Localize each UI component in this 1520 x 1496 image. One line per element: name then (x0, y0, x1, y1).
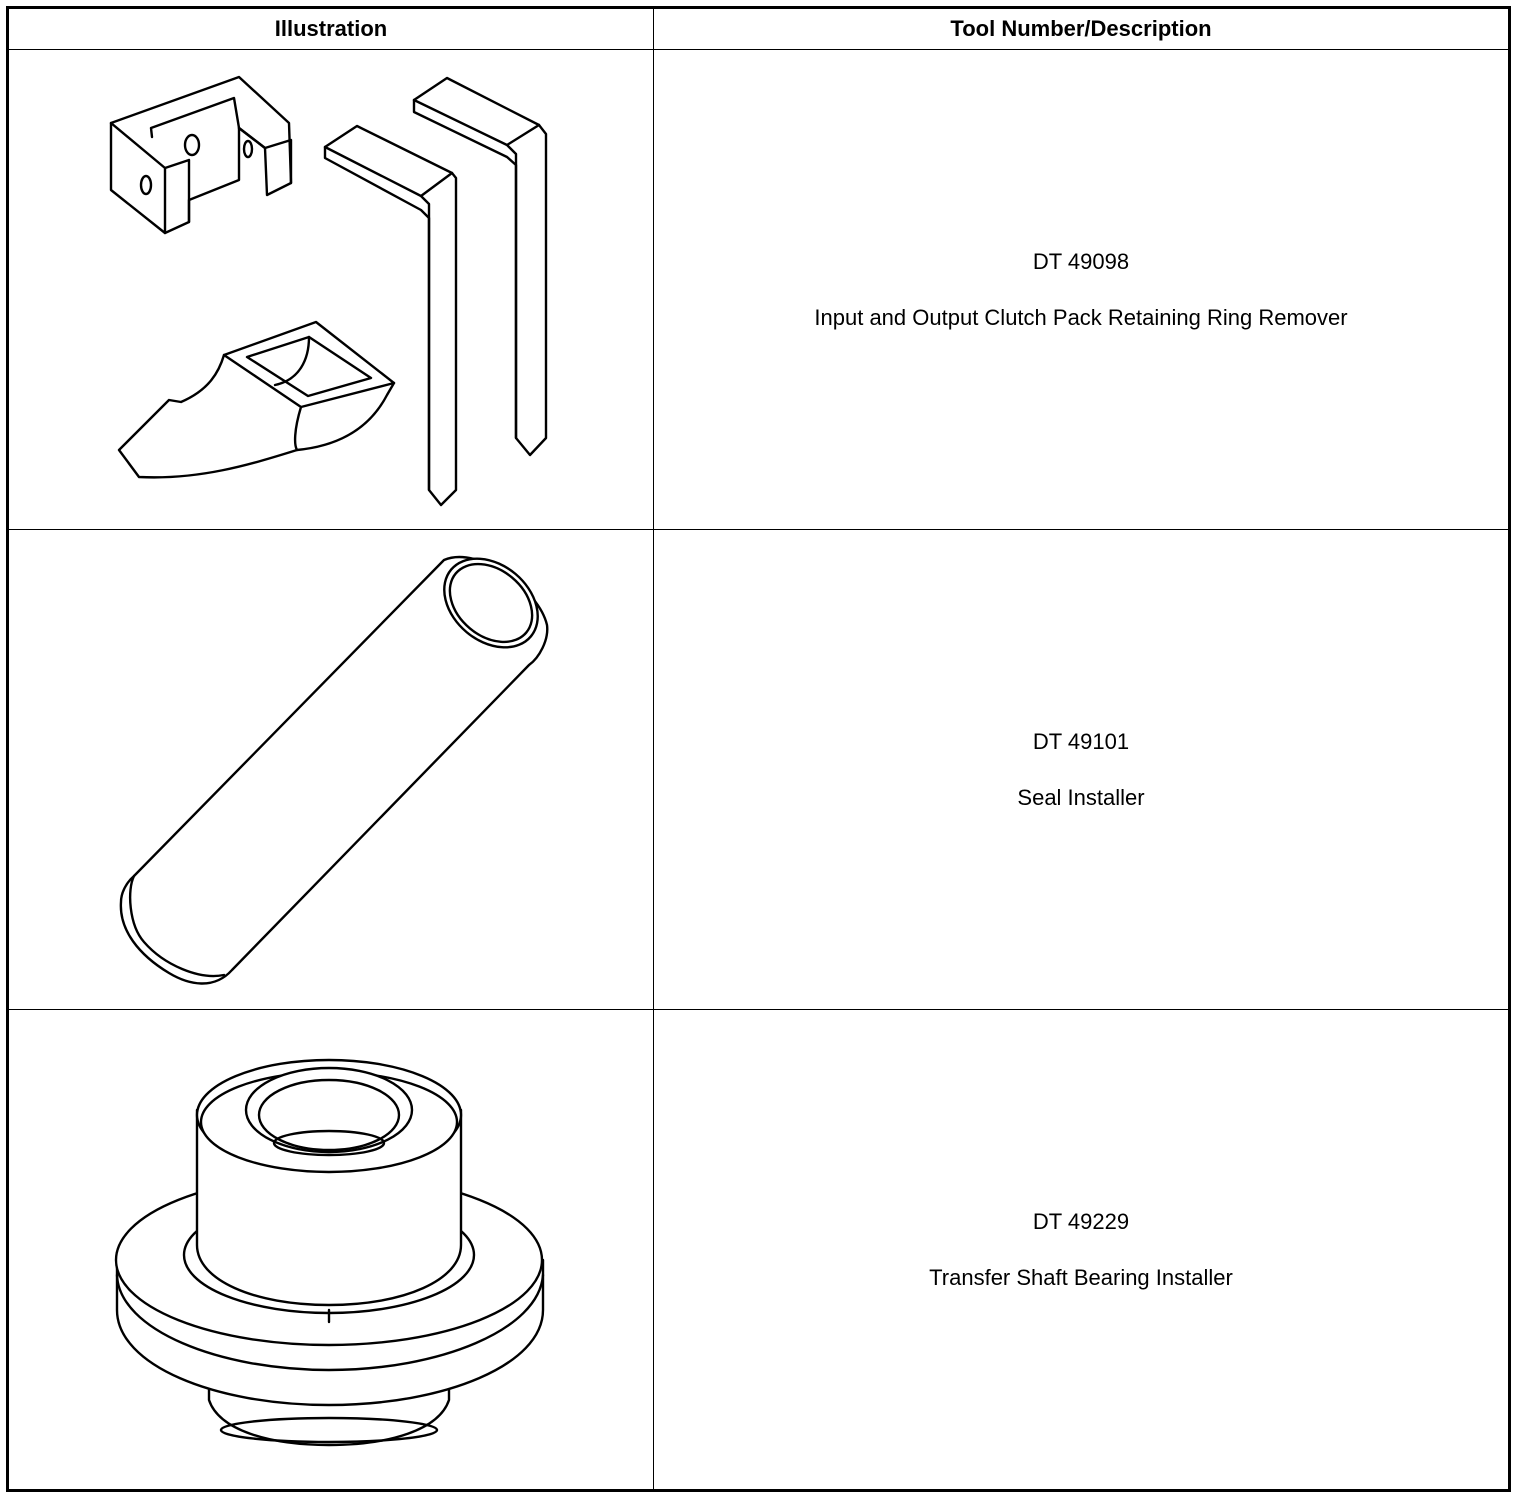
tool-number: DT 49101 (1032, 728, 1130, 754)
illustration-cell (7, 49, 654, 530)
tool-number: DT 49098 (1032, 248, 1130, 274)
tool-description-cell: DT 49229 Transfer Shaft Bearing Installe… (653, 1009, 1510, 1491)
clutch-pack-retaining-ring-remover-drawing (109, 75, 548, 507)
table-row: DT 49229 Transfer Shaft Bearing Installe… (7, 1009, 1510, 1491)
tool-description: Transfer Shaft Bearing Installer (929, 1264, 1233, 1290)
tool-description-cell: DT 49098 Input and Output Clutch Pack Re… (653, 49, 1510, 530)
tool-description-cell: DT 49101 Seal Installer (653, 529, 1510, 1010)
illustration-cell (7, 529, 654, 1010)
transfer-shaft-bearing-installer-drawing (114, 1058, 545, 1447)
header-illustration: Illustration (7, 7, 654, 50)
table-row: DT 49098 Input and Output Clutch Pack Re… (7, 49, 1510, 530)
tool-description: Seal Installer (1017, 784, 1145, 810)
tool-description: Input and Output Clutch Pack Retaining R… (814, 304, 1348, 330)
illustration-cell (7, 1009, 654, 1491)
table-row: DT 49101 Seal Installer (7, 529, 1510, 1010)
special-tools-table: Illustration Tool Number/Description (6, 6, 1511, 1492)
tool-number: DT 49229 (1032, 1208, 1130, 1234)
seal-installer-drawing (119, 555, 549, 985)
header-tool-number-description: Tool Number/Description (653, 7, 1510, 50)
table-header-row: Illustration Tool Number/Description (7, 7, 1510, 50)
